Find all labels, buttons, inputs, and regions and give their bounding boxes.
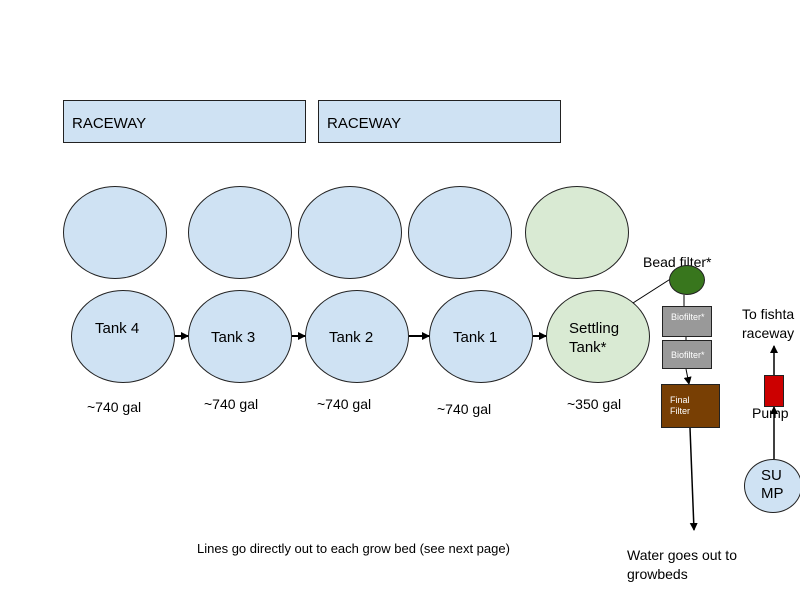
- raceway-2: RACEWAY: [318, 100, 561, 143]
- upper-tank-3: [298, 186, 402, 279]
- final-filter: Final Filter: [661, 384, 720, 428]
- to-fishtank-label: To fishta raceway: [742, 305, 794, 343]
- settling-tank-label: Settling Tank*: [569, 319, 619, 357]
- tank-2-label: Tank 2: [329, 329, 374, 346]
- upper-tank-1: [63, 186, 167, 279]
- settling-tank-label-line2: Tank*: [569, 339, 607, 356]
- tank-4-volume: ~740 gal: [87, 399, 142, 415]
- biofilter-1: Biofilter*: [662, 306, 712, 337]
- arrow-biofilter-to-final: [683, 368, 692, 385]
- tank-3-label: Tank 3: [211, 329, 256, 346]
- tank-4: [71, 290, 175, 383]
- upper-tank-2: [188, 186, 292, 279]
- settling-tank-volume: ~350 gal: [567, 396, 622, 412]
- tank-3-volume: ~740 gal: [204, 396, 259, 412]
- tank-1-volume: ~740 gal: [437, 401, 492, 417]
- water-out-line1: Water goes out to: [627, 547, 737, 563]
- settling-tank-label-line1: Settling: [569, 320, 620, 337]
- upper-tank-4: [408, 186, 512, 279]
- raceway-1-label: RACEWAY: [72, 115, 147, 132]
- arrow-final-to-growbeds: [689, 427, 698, 531]
- biofilter-2: Biofilter*: [662, 340, 712, 369]
- tank-2-volume: ~740 gal: [317, 396, 372, 412]
- tank-4-label: Tank 4: [95, 320, 140, 337]
- settling-tank: [546, 290, 650, 383]
- final-filter-line1: Final: [670, 395, 690, 405]
- line-settling-to-bead: [632, 277, 673, 304]
- pump: [764, 375, 784, 407]
- sump-label-line2: MP: [761, 485, 784, 502]
- sump-label-line1: SU: [761, 467, 782, 484]
- biofilter-1-label: Biofilter*: [671, 312, 705, 322]
- raceway-1: RACEWAY: [63, 100, 306, 143]
- sump: [744, 459, 800, 513]
- pump-label: Pump: [752, 405, 789, 421]
- grow-bed-lines-note: Lines go directly out to each grow bed (…: [197, 541, 510, 556]
- to-fishtank-line2: raceway: [742, 325, 795, 341]
- bead-filter: [669, 265, 705, 295]
- tank-2: [305, 290, 409, 383]
- raceway-2-label: RACEWAY: [327, 115, 402, 132]
- biofilter-2-label: Biofilter*: [671, 350, 705, 360]
- sump-label: SU MP: [761, 467, 784, 503]
- water-out-note: Water goes out to growbeds: [627, 546, 737, 584]
- water-out-line2: growbeds: [627, 566, 688, 582]
- upper-tank-5: [525, 186, 629, 279]
- final-filter-line2: Filter: [670, 406, 690, 416]
- tank-1-label: Tank 1: [453, 329, 498, 346]
- tank-3: [188, 290, 292, 383]
- to-fishtank-line1: To fishta: [742, 306, 795, 322]
- tank-1: [429, 290, 533, 383]
